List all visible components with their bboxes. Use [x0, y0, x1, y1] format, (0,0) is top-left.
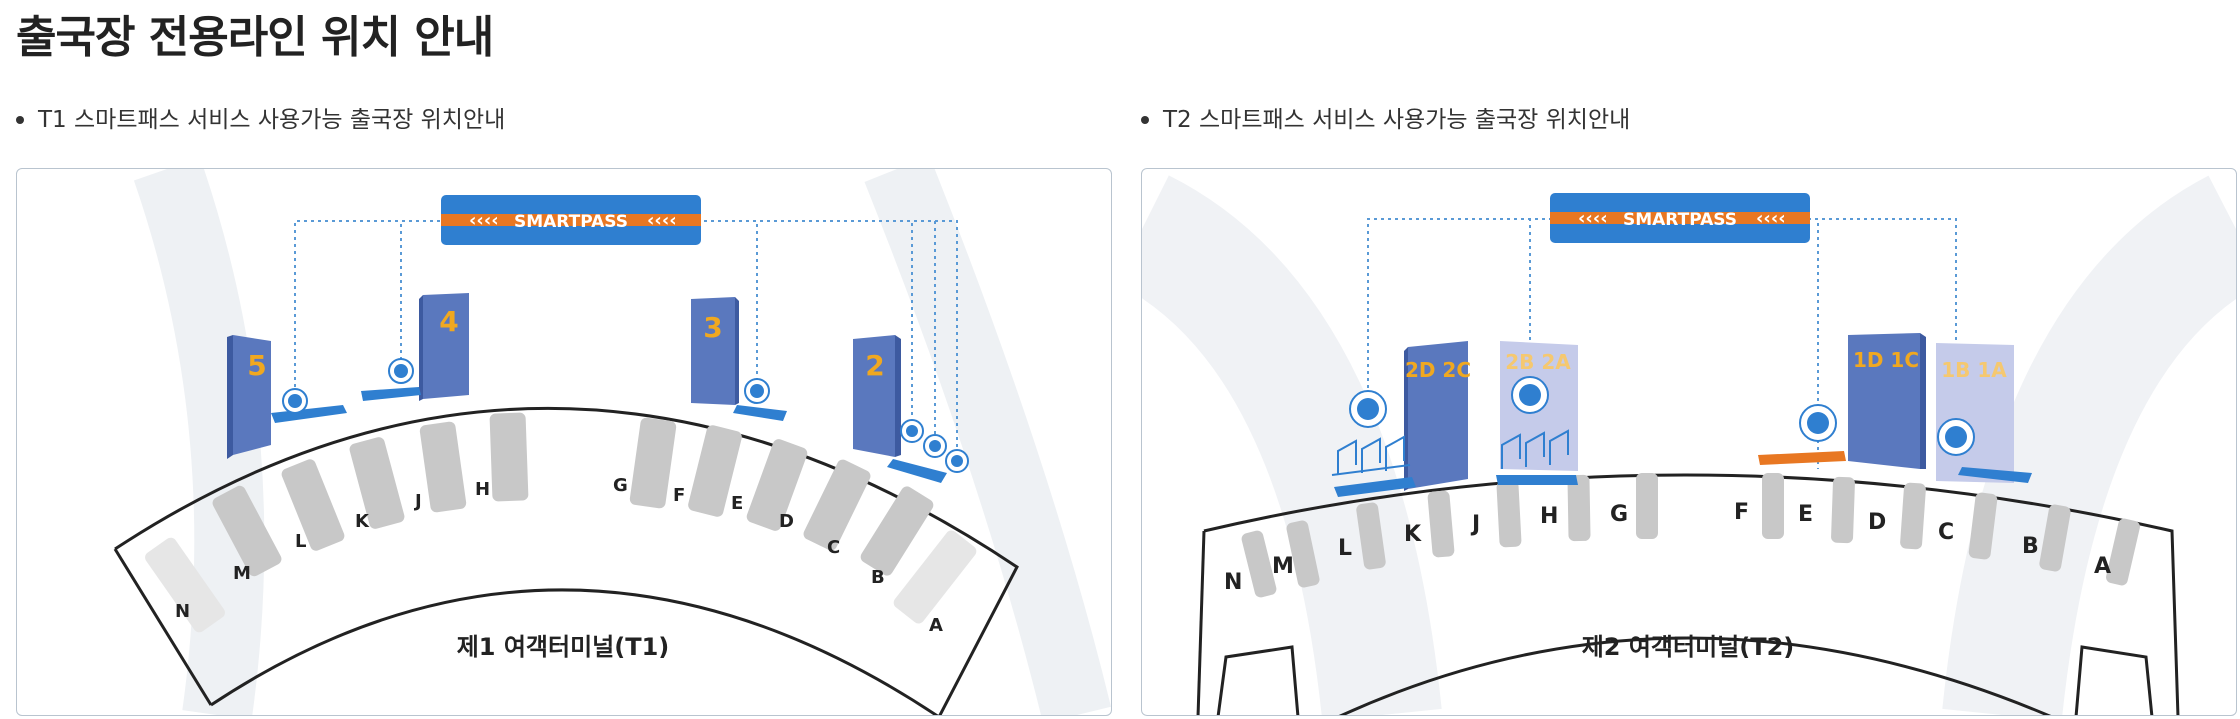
counter-label: M	[233, 563, 251, 584]
footprints-icon	[945, 449, 969, 473]
counter-label: N	[175, 601, 190, 622]
chevrons-left-icon: ‹‹‹‹	[1756, 208, 1786, 229]
bullet-icon	[1141, 116, 1149, 124]
t1-map-panel: ‹‹‹‹ SMARTPASS ‹‹‹‹ N M	[16, 168, 1112, 716]
gate-pillar-2d-2c: 2D 2C	[1404, 341, 1471, 491]
gate-pillar-2: 2	[853, 335, 901, 457]
t1-banner-text: SMARTPASS	[514, 212, 628, 232]
t2-gate-pillars: 2D 2C 2B 2A 1D 1C 1B 1A	[1404, 333, 2014, 491]
counter-label: D	[1868, 510, 1886, 535]
counter-label: B	[2022, 534, 2039, 559]
gate-number: 5	[247, 349, 266, 382]
counter-label: D	[779, 511, 794, 532]
t1-lane-mats	[271, 387, 947, 483]
counter-label: C	[1938, 520, 1954, 545]
gate-pillar-1d-1c: 1D 1C	[1848, 333, 1926, 469]
bullet-icon	[16, 116, 24, 124]
t1-map: ‹‹‹‹ SMARTPASS ‹‹‹‹ N M	[113, 169, 1111, 715]
counter-label: E	[1798, 502, 1813, 527]
counter-label: M	[1272, 554, 1294, 579]
footprints-icon	[1511, 376, 1549, 414]
chevrons-left-icon: ‹‹‹‹	[647, 210, 677, 231]
counter-label: A	[929, 615, 943, 636]
counter-label: J	[1470, 512, 1480, 537]
counter-label: F	[1734, 500, 1749, 525]
gate-number: 2B 2A	[1505, 350, 1571, 374]
counter-label: A	[2094, 554, 2111, 579]
t1-connector-lines	[294, 220, 958, 449]
counter-label: F	[673, 485, 685, 506]
counter-label: N	[1224, 570, 1242, 595]
t2-counters	[1241, 473, 2140, 598]
t1-gate-pillars: 5 4 3 2	[227, 293, 901, 459]
chevrons-left-icon: ‹‹‹‹	[1578, 208, 1608, 229]
counter-label: L	[1338, 536, 1352, 561]
t2-turnstile-gates	[1331, 429, 1569, 476]
t2-section-label: T2 스마트패스 서비스 사용가능 출국장 위치안내	[1141, 104, 1630, 136]
counter-label: H	[475, 479, 490, 500]
gate-pillar-3: 3	[691, 297, 739, 405]
counter-label: E	[731, 493, 743, 514]
t2-terminal-name: 제2 여객터미널(T2)	[1582, 633, 1795, 661]
t1-section-label: T1 스마트패스 서비스 사용가능 출국장 위치안내	[16, 104, 505, 136]
gate-number: 3	[703, 311, 722, 344]
gate-pillar-1b-1a: 1B 1A	[1936, 343, 2014, 483]
t1-smartpass-banner: ‹‹‹‹ SMARTPASS ‹‹‹‹	[441, 195, 701, 245]
gate-pillar-5: 5	[227, 335, 271, 459]
t2-banner-text: SMARTPASS	[1623, 210, 1737, 230]
counter-label: K	[1404, 522, 1422, 547]
chevrons-left-icon: ‹‹‹‹	[469, 210, 499, 231]
t2-map-panel: ‹‹‹‹ SMARTPASS ‹‹‹‹	[1141, 168, 2237, 716]
counter-label: G	[613, 475, 628, 496]
counter-label: L	[295, 531, 306, 552]
footprints-icon	[900, 419, 924, 443]
t2-section-label-text: T2 스마트패스 서비스 사용가능 출국장 위치안내	[1163, 107, 1631, 133]
counter-label: G	[1610, 502, 1628, 527]
footprints-icon	[1799, 404, 1837, 442]
gate-number: 4	[439, 305, 458, 338]
counter-label: K	[355, 511, 370, 532]
t2-lane-mats	[1334, 451, 2032, 497]
t1-counter-labels: N M L K J H G F E D C B A	[175, 475, 943, 636]
gate-number: 1B 1A	[1941, 358, 2007, 382]
footprints-icon	[388, 358, 414, 384]
footprints-icon	[744, 378, 770, 404]
t2-counter-labels: N M L K J H G F E D C B A	[1224, 500, 2111, 595]
counter-label: B	[871, 567, 885, 588]
t1-section-label-text: T1 스마트패스 서비스 사용가능 출국장 위치안내	[38, 107, 506, 133]
gate-number: 1D 1C	[1853, 348, 1919, 372]
gate-number: 2	[865, 349, 884, 382]
gate-pillar-4: 4	[419, 293, 469, 401]
footprints-icon	[923, 434, 947, 458]
t2-footprint-signs	[1349, 376, 1975, 456]
gate-number: 2D 2C	[1405, 358, 1471, 382]
footprints-icon	[1349, 390, 1387, 428]
t1-footprint-signs	[282, 358, 969, 473]
footprints-icon	[282, 388, 308, 414]
t1-terminal-name: 제1 여객터미널(T1)	[457, 633, 670, 661]
t2-smartpass-banner: ‹‹‹‹ SMARTPASS ‹‹‹‹	[1550, 193, 1810, 243]
page-title: 출국장 전용라인 위치 안내	[16, 12, 494, 63]
t1-counters	[145, 412, 977, 633]
t2-map: ‹‹‹‹ SMARTPASS ‹‹‹‹	[1142, 175, 2236, 715]
footprints-icon	[1937, 418, 1975, 456]
counter-label: C	[827, 537, 840, 558]
counter-label: H	[1540, 504, 1558, 529]
counter-label: J	[413, 491, 422, 512]
